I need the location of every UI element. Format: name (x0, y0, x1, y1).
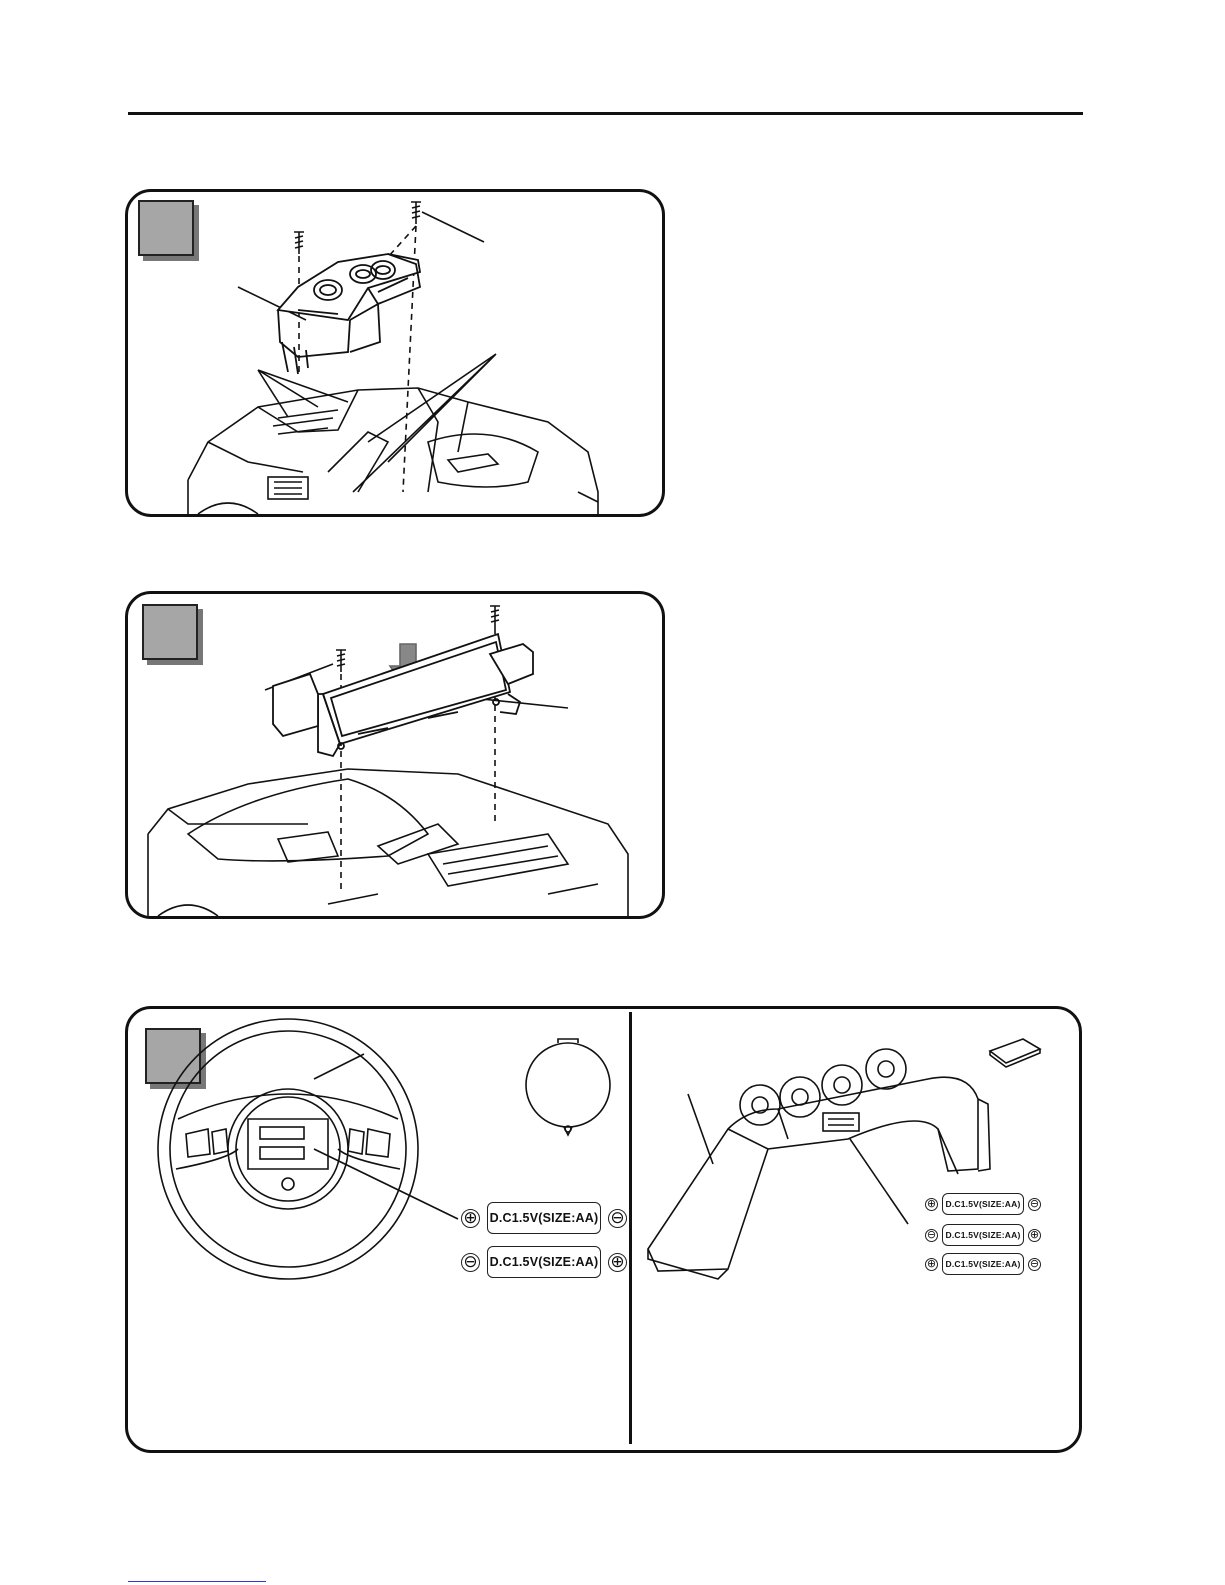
minus-terminal-icon: ⊖ (1028, 1258, 1041, 1271)
screw-icon (411, 202, 421, 224)
minus-terminal-icon: ⊖ (1028, 1198, 1041, 1211)
battery-label: D.C1.5V(SIZE:AA) (942, 1193, 1024, 1215)
battery-label: D.C1.5V(SIZE:AA) (942, 1253, 1024, 1275)
screw-icon (490, 606, 500, 628)
footer-link-underline[interactable] (128, 1581, 266, 1582)
battery-label: D.C1.5V(SIZE:AA) (487, 1246, 601, 1278)
plus-terminal-icon: ⊕ (461, 1209, 480, 1228)
battery-diagram-row: ⊖ D.C1.5V(SIZE:AA) ⊕ (921, 1224, 1045, 1246)
battery-door-part (990, 1039, 1040, 1067)
windshield-illustration (128, 594, 662, 916)
battery-diagram-row: ⊖ D.C1.5V(SIZE:AA) ⊕ (454, 1246, 634, 1278)
minus-terminal-icon: ⊖ (608, 1209, 627, 1228)
car-body (188, 388, 598, 514)
plus-terminal-icon: ⊕ (925, 1258, 938, 1271)
step-panel-dashboard (125, 189, 665, 517)
step-panel-windshield (125, 591, 665, 919)
steering-wheel-part (158, 1019, 458, 1279)
battery-diagram-row: ⊕ D.C1.5V(SIZE:AA) ⊖ (921, 1193, 1045, 1215)
battery-label: D.C1.5V(SIZE:AA) (487, 1202, 601, 1234)
battery-diagram-row: ⊕ D.C1.5V(SIZE:AA) ⊖ (921, 1253, 1045, 1275)
car-body (148, 769, 628, 916)
screw-icon (336, 650, 346, 672)
battery-label: D.C1.5V(SIZE:AA) (942, 1224, 1024, 1246)
minus-terminal-icon: ⊖ (925, 1229, 938, 1242)
battery-diagram-row: ⊕ D.C1.5V(SIZE:AA) ⊖ (454, 1202, 634, 1234)
plus-terminal-icon: ⊕ (608, 1253, 627, 1272)
top-rule (128, 112, 1083, 115)
plus-terminal-icon: ⊕ (925, 1198, 938, 1211)
minus-terminal-icon: ⊖ (461, 1253, 480, 1272)
battery-cover-part (526, 1039, 610, 1135)
screw-icon (294, 232, 304, 254)
dashboard-illustration (128, 192, 662, 514)
plus-terminal-icon: ⊕ (1028, 1229, 1041, 1242)
